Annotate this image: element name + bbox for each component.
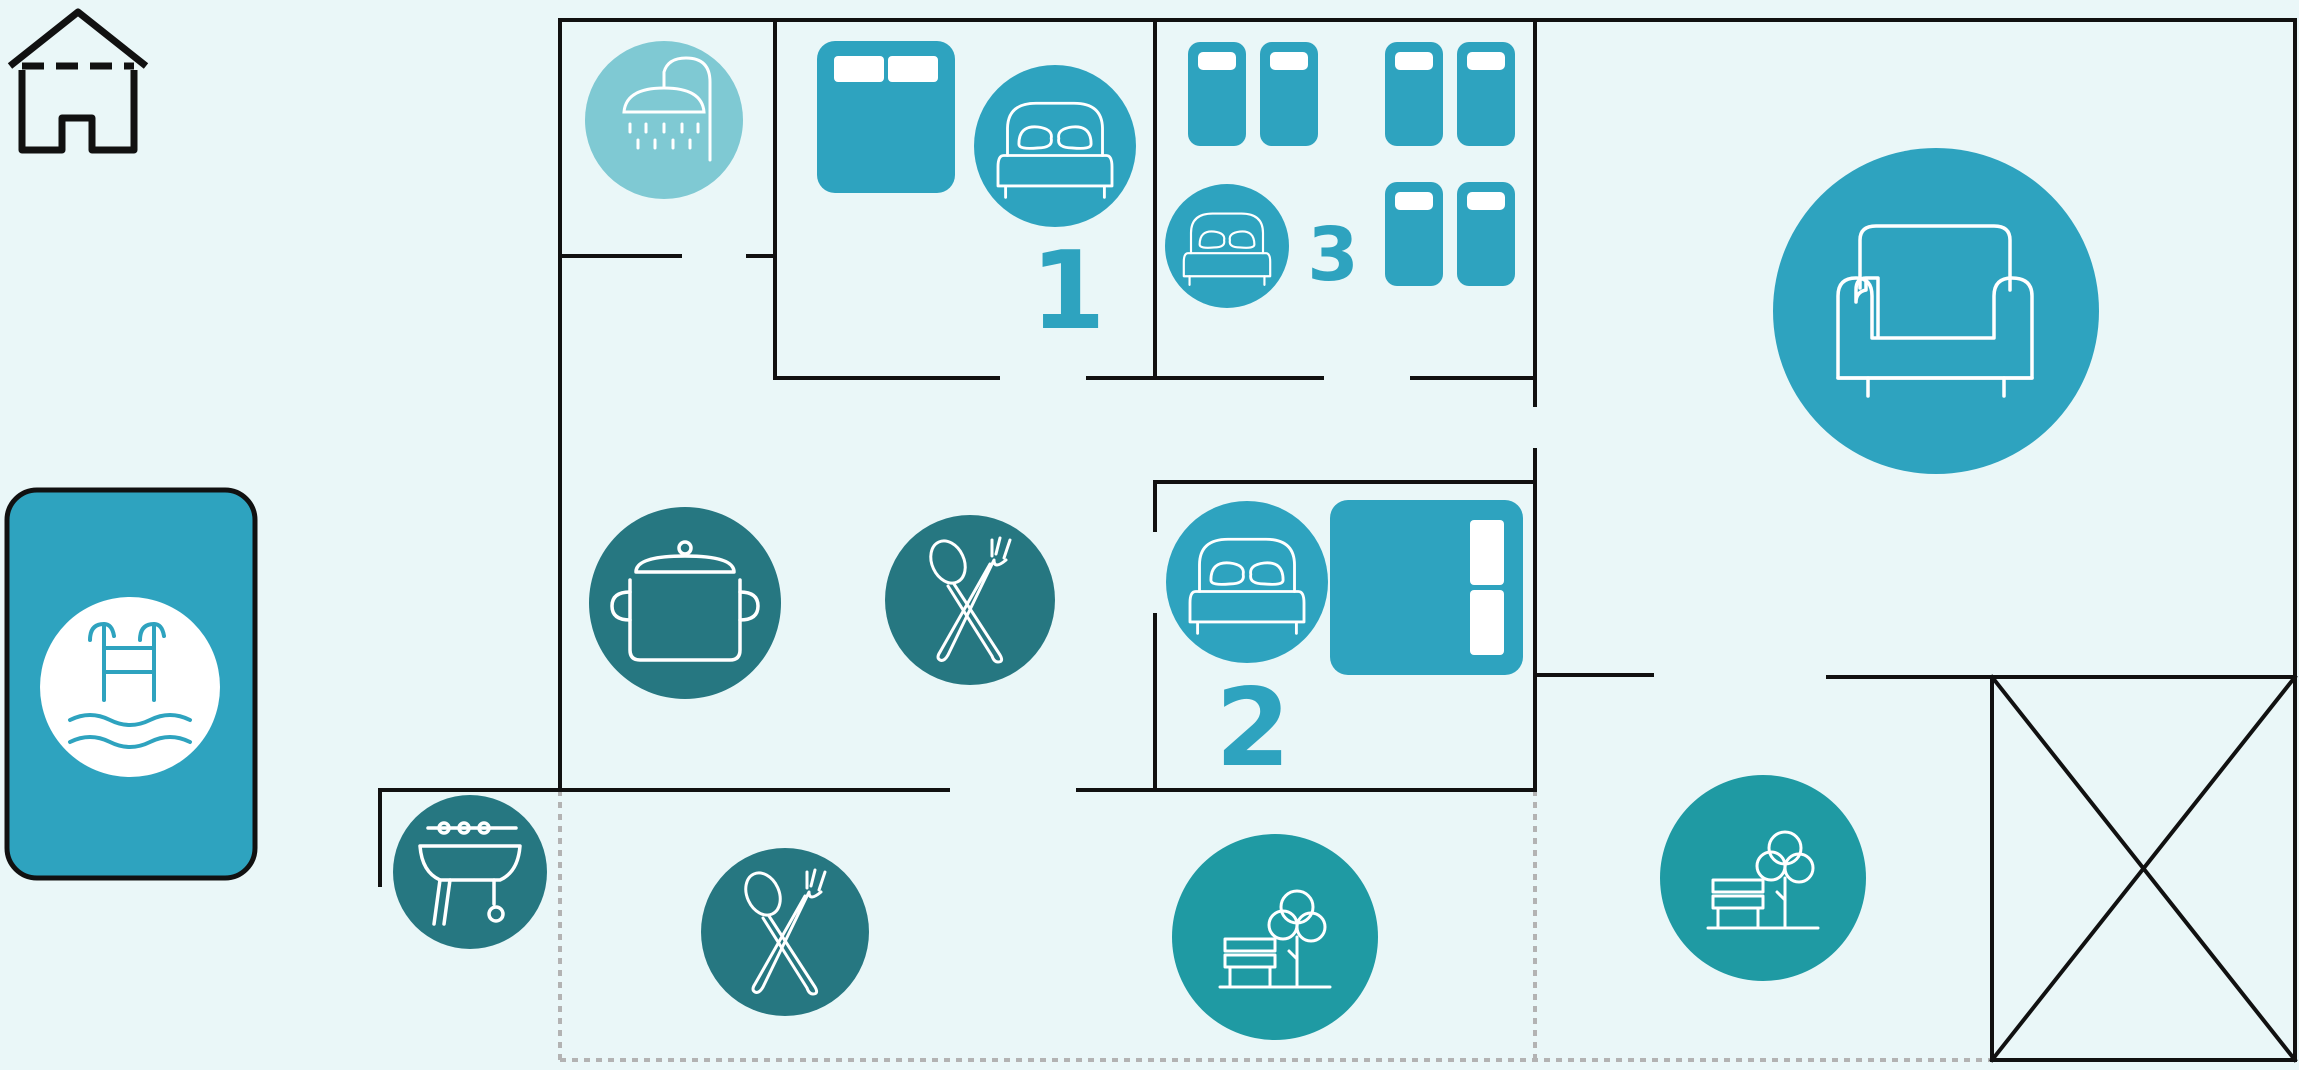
sofa-circle bbox=[1773, 148, 2099, 474]
shower bbox=[585, 41, 743, 199]
barbecue-icon bbox=[418, 821, 522, 926]
double-bed-icon bbox=[1330, 500, 1523, 675]
pool-circle bbox=[40, 597, 220, 777]
room-number-1: 1 bbox=[1030, 229, 1105, 354]
walls bbox=[378, 18, 2298, 1063]
bedroom-1-bed-circle bbox=[974, 65, 1136, 227]
pool-ladder-icon bbox=[68, 621, 192, 749]
cooking-pot-icon bbox=[610, 540, 760, 662]
cooking-pot-circle bbox=[589, 507, 781, 699]
bedroom-2-bed-circle bbox=[1166, 501, 1328, 663]
bedroom-2: 2 bbox=[1166, 500, 1523, 791]
shower-icon bbox=[622, 56, 712, 162]
sofa-icon bbox=[1836, 224, 2034, 398]
terrace-boundary bbox=[558, 790, 1990, 1062]
room-number-2: 2 bbox=[1215, 666, 1290, 791]
living-room bbox=[1773, 148, 2099, 474]
outdoor-area bbox=[393, 775, 1866, 1040]
bedroom-3-bed-circle bbox=[1165, 184, 1289, 308]
double-bed-icon bbox=[817, 41, 955, 193]
kitchen bbox=[589, 507, 1055, 699]
bedroom-3: 3 bbox=[1165, 42, 1515, 308]
barbecue-circle bbox=[393, 795, 547, 949]
pool bbox=[4, 487, 258, 881]
house-icon bbox=[7, 8, 149, 154]
room-number-3: 3 bbox=[1307, 212, 1359, 298]
bedroom-1: 1 bbox=[817, 41, 1136, 354]
